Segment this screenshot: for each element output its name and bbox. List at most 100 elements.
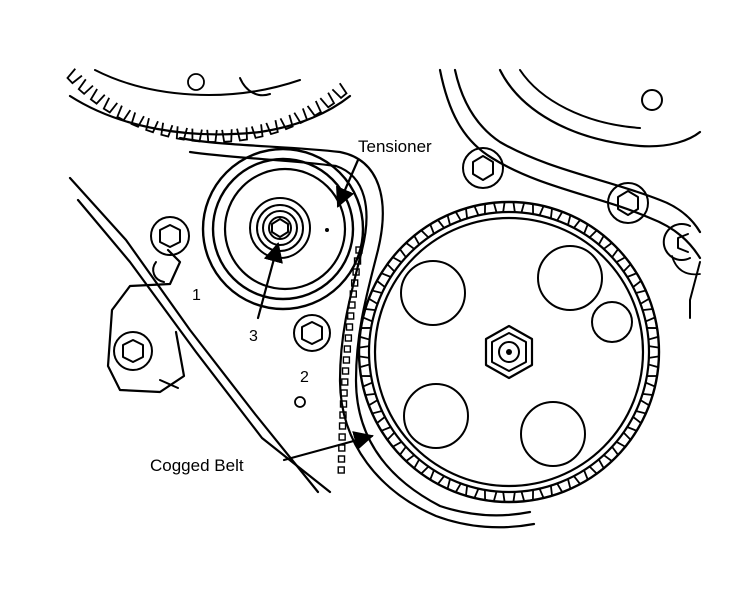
sprocket-tooth: [398, 446, 415, 463]
sprocket-hole-2: [537, 245, 603, 311]
camshaft-sprocket: [357, 200, 661, 504]
sprocket-tooth: [588, 229, 605, 246]
sprocket-tooth: [221, 129, 233, 143]
sprocket-tooth: [361, 307, 376, 323]
housing-bolt-edge: [662, 223, 691, 261]
sprocket-tooth: [615, 256, 632, 273]
sprocket-tooth: [484, 489, 498, 503]
engine-housing: [438, 68, 702, 319]
sprocket-tooth: [588, 458, 605, 475]
sprocket-tooth: [358, 345, 370, 359]
belt-tooth: [353, 257, 362, 265]
sprocket-tooth: [429, 218, 445, 235]
sprocket-tooth: [331, 82, 348, 100]
sprocket-tooth: [375, 416, 392, 432]
sprocket-tooth: [538, 485, 554, 500]
sprocket-tooth: [77, 78, 94, 96]
adjuster-bolt: [293, 314, 331, 408]
sprocket-tooth: [102, 97, 118, 114]
tensioner-leader-arrow: [336, 158, 360, 208]
cogged-belt-leader-arrow: [282, 431, 374, 462]
belt-tooth: [338, 433, 346, 441]
sprocket-hole-3: [591, 301, 633, 343]
tensioner-pulley: [201, 147, 365, 311]
sprocket-tooth: [358, 327, 372, 341]
sprocket-tooth: [116, 105, 132, 122]
sprocket-tooth: [573, 469, 589, 486]
sprocket-tooth: [502, 491, 516, 503]
sprocket-tooth: [464, 485, 480, 500]
sprocket-hole-5: [520, 401, 586, 467]
sprocket-tooth: [626, 416, 643, 432]
sprocket-hub-nut: [484, 324, 534, 380]
sprocket-tooth: [361, 381, 376, 397]
sprocket-tooth: [446, 478, 462, 494]
sprocket-tooth: [358, 363, 372, 377]
belt-tooth: [338, 422, 347, 430]
sprocket-tooth: [635, 399, 651, 415]
belt-tooth: [348, 301, 356, 309]
sprocket-tooth: [145, 117, 159, 134]
sprocket-tooth: [646, 363, 660, 377]
sprocket-tooth: [646, 327, 660, 341]
belt-tooth: [345, 323, 354, 331]
sprocket-tooth: [265, 119, 279, 136]
sprocket-tooth: [386, 256, 403, 273]
callout-1-label: 1: [192, 287, 201, 304]
sprocket-tooth: [130, 112, 145, 128]
cogged-belt-label: Cogged Belt: [150, 456, 244, 475]
sprocket-tooth: [556, 210, 572, 226]
sprocket-tooth: [429, 469, 445, 486]
sprocket-tooth: [642, 307, 657, 323]
sprocket-tooth: [89, 88, 106, 105]
belt-tooth: [341, 378, 349, 386]
upper-left-bolt: [150, 216, 190, 256]
tensioner-label: Tensioner: [358, 137, 432, 156]
sprocket-tooth: [413, 458, 430, 475]
sprocket-tooth: [648, 345, 660, 359]
sprocket-tooth: [386, 431, 403, 448]
callout-2-label: 2: [300, 369, 309, 386]
sprocket-tooth: [367, 399, 383, 415]
cogged-belt: [178, 136, 536, 529]
sprocket-tooth: [573, 218, 589, 235]
callout-3-label: 3: [249, 328, 258, 345]
belt-tooth: [337, 466, 345, 474]
sprocket-tooth: [367, 289, 383, 305]
sprocket-hole-1: [400, 260, 466, 326]
belt-tooth: [340, 389, 348, 397]
belt-tooth: [342, 356, 351, 364]
sprocket-tooth: [306, 100, 323, 117]
sprocket-tooth: [413, 229, 430, 246]
callout-3-leader-arrow: [256, 242, 283, 320]
sprocket-tooth: [538, 204, 554, 219]
belt-tooth: [346, 312, 355, 320]
belt-tooth: [344, 334, 353, 342]
sprocket-tooth: [520, 489, 534, 503]
upper-sprocket: [66, 68, 352, 143]
sprocket-tooth: [319, 92, 336, 109]
sprocket-tooth: [615, 431, 632, 448]
belt-tooth: [349, 290, 357, 298]
belt-tooth: [339, 400, 348, 408]
belt-tooth: [339, 411, 347, 419]
bracket-bolt: [113, 331, 153, 371]
sprocket-tooth: [375, 272, 392, 288]
belt-tooth: [341, 367, 350, 375]
belt-tooth: [343, 345, 352, 353]
sprocket-tooth: [603, 446, 620, 463]
sprocket-tooth: [398, 241, 415, 258]
belt-tooth: [337, 455, 346, 463]
housing-bolt-left: [462, 147, 504, 189]
sprocket-tooth: [250, 124, 264, 139]
belt-tooth: [350, 279, 359, 287]
sprocket-tooth: [446, 210, 462, 226]
housing-bolt-right: [607, 182, 649, 224]
sprocket-tooth: [626, 272, 643, 288]
sprocket-tooth: [502, 201, 516, 213]
sprocket-tooth: [464, 204, 480, 219]
sprocket-tooth: [279, 114, 294, 131]
belt-tooth: [352, 268, 360, 276]
sprocket-hole-4: [403, 383, 469, 449]
sprocket-tooth: [556, 478, 572, 494]
